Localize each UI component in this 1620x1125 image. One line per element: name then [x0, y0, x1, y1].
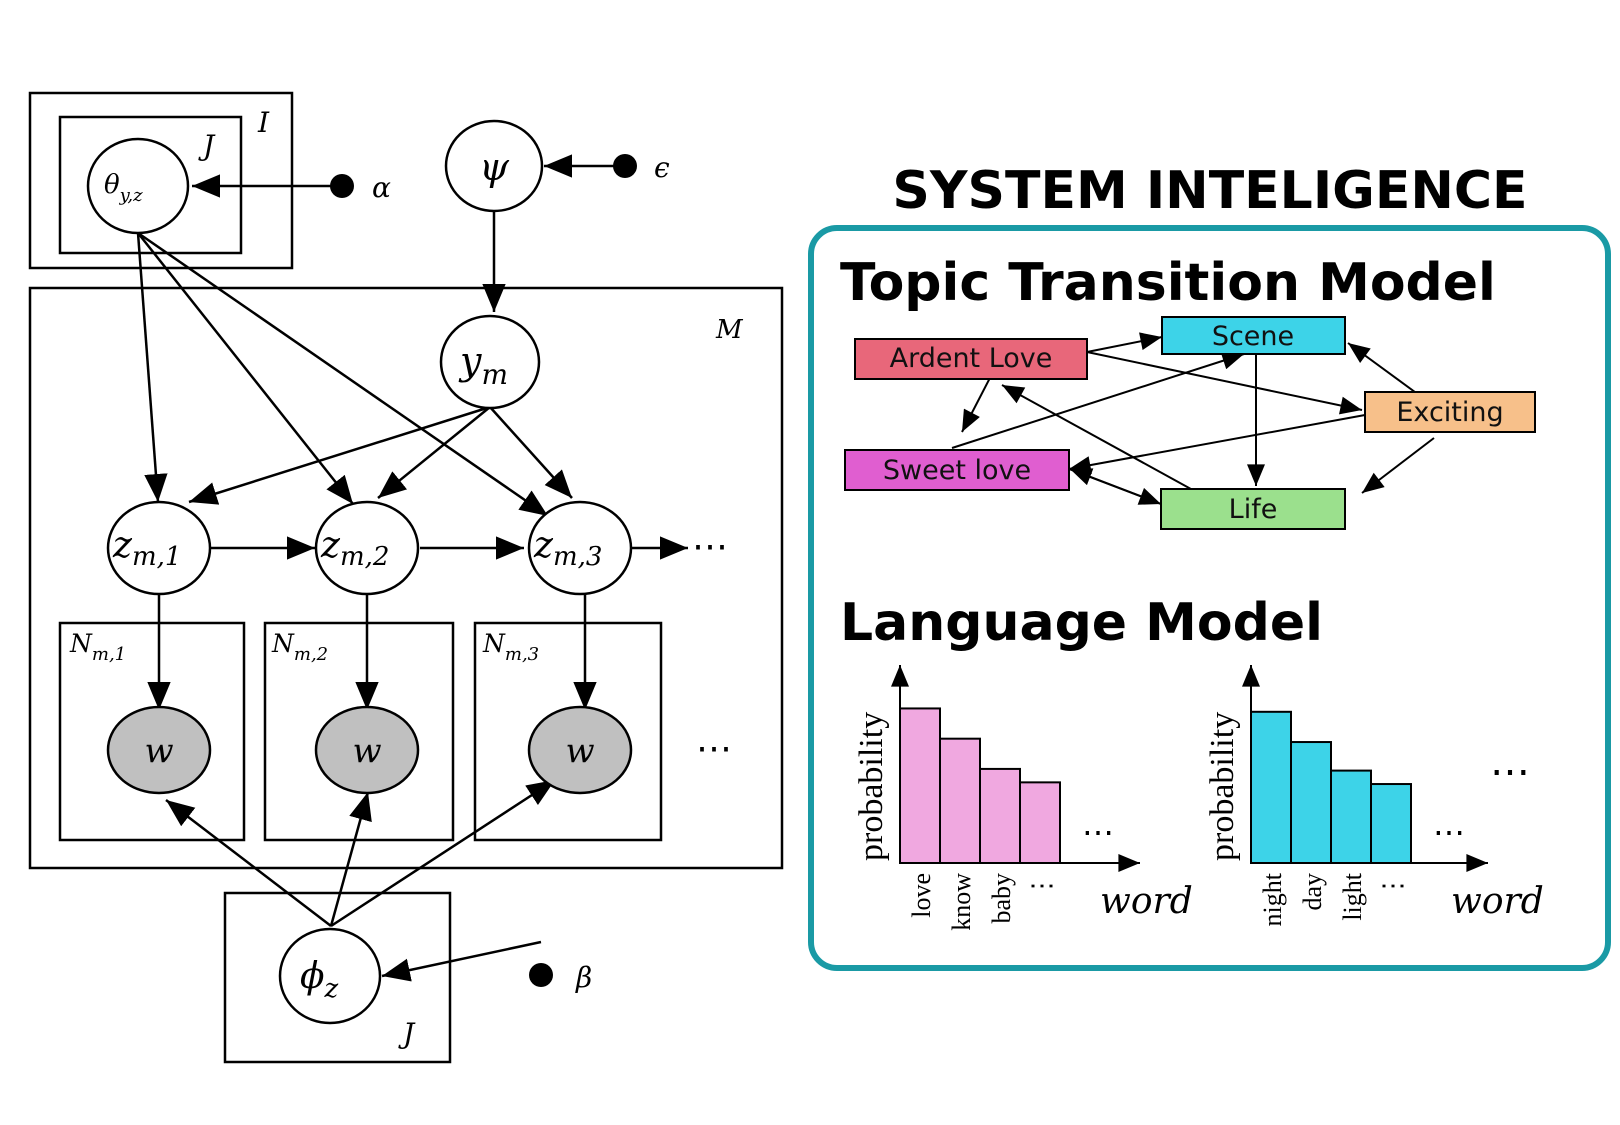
plate-label-j-bottom: J — [398, 1017, 416, 1050]
plate-j-bottom — [223, 891, 452, 1064]
plate-n1 — [58, 621, 246, 842]
theta-label: θy,z — [104, 170, 143, 206]
plate-label-j-inner: J — [198, 129, 216, 162]
bar — [1370, 783, 1412, 864]
tick-label: ⋮ — [1378, 873, 1407, 899]
system-title: SYSTEM INTELIGENCE — [892, 161, 1527, 221]
svg-text:Scene: Scene — [1212, 321, 1294, 352]
w2-label: w — [352, 731, 381, 771]
bar-ellipsis: ⋯ — [1082, 814, 1114, 850]
w1-label: w — [144, 731, 173, 771]
tick-label: love — [907, 873, 936, 918]
w2-node — [314, 705, 420, 795]
tick-label: light — [1338, 872, 1367, 920]
y-axis-label: probability — [853, 712, 890, 861]
beta-dot — [529, 963, 553, 987]
phi-label: ϕz — [300, 956, 339, 1004]
language-model-title: Language Model — [840, 593, 1323, 653]
topic-sweet-love: Sweet love — [844, 449, 1070, 491]
tick-label: night — [1258, 872, 1287, 926]
svg-text:Sweet love: Sweet love — [883, 455, 1031, 486]
psi-label: ψ — [479, 145, 510, 189]
z1-node — [106, 500, 212, 596]
bar — [1330, 769, 1372, 864]
plate-label-i: I — [257, 106, 270, 139]
w3-node — [527, 705, 633, 795]
z3-node — [527, 500, 633, 596]
alpha-label: α — [372, 171, 391, 204]
x-axis-label: word — [1100, 881, 1193, 922]
y-label: ym — [458, 339, 508, 391]
phi-node — [278, 927, 382, 1025]
topic-scene: Scene — [1161, 316, 1346, 355]
theta-node — [86, 137, 190, 235]
graphical-model: I J M J Nm,1 Nm,2 Nm,3 — [28, 91, 784, 1064]
tick-label: day — [1298, 873, 1327, 911]
x-axis-label: word — [1451, 881, 1544, 922]
tick-label: ⋮ — [1027, 873, 1056, 899]
tick-label: know — [947, 873, 976, 931]
beta-label: β — [575, 961, 592, 994]
z3-label: zm,3 — [533, 525, 602, 572]
bar — [939, 737, 981, 864]
epsilon-label: ϵ — [654, 151, 670, 184]
topic-edges — [951, 332, 1435, 505]
topic-life: Life — [1160, 488, 1346, 530]
w-ellipsis: ⋯ — [696, 728, 732, 768]
plate-label-n2: Nm,2 — [271, 629, 328, 665]
bar — [979, 767, 1021, 864]
bar-ellipsis: ⋯ — [1433, 814, 1465, 850]
language-chart-1: probability love know baby ⋮ ⋯ word — [853, 664, 1193, 931]
psi-node — [444, 119, 544, 213]
graphical-model-edges — [136, 154, 688, 982]
system-panel-border — [808, 225, 1611, 971]
system-panel: SYSTEM INTELIGENCE Topic Transition Mode… — [808, 161, 1611, 971]
w3-label: w — [565, 731, 594, 771]
topic-ardent-love: Ardent Love — [854, 338, 1088, 380]
alpha-dot — [330, 174, 354, 198]
y-axis-label: probability — [1204, 712, 1241, 861]
z-ellipsis: ⋯ — [692, 526, 728, 566]
bar — [1250, 710, 1292, 864]
tick-label: baby — [987, 873, 1016, 924]
z2-node — [314, 500, 420, 596]
epsilon-dot — [613, 154, 637, 178]
plate-label-m: M — [715, 315, 744, 345]
plate-i — [28, 91, 294, 270]
bar — [1290, 741, 1332, 864]
bar — [899, 707, 941, 864]
plate-label-n1: Nm,1 — [69, 629, 126, 665]
z2-label: zm,2 — [320, 525, 389, 572]
plate-n3 — [473, 621, 663, 842]
y-node — [439, 314, 541, 410]
svg-text:Life: Life — [1229, 494, 1278, 525]
topic-exciting: Exciting — [1364, 391, 1536, 433]
plate-m — [28, 286, 784, 870]
w1-node — [106, 705, 212, 795]
bar — [1019, 781, 1061, 864]
language-chart-2: probability night day light ⋮ ⋯ word — [1204, 664, 1544, 926]
z1-label: zm,1 — [112, 525, 181, 572]
svg-text:Exciting: Exciting — [1396, 397, 1503, 428]
plate-n2 — [263, 621, 455, 842]
plate-label-n3: Nm,3 — [482, 629, 539, 665]
charts-ellipsis: ⋯ — [1490, 749, 1530, 794]
svg-text:Ardent Love: Ardent Love — [890, 343, 1053, 374]
topic-model-title: Topic Transition Model — [840, 253, 1496, 313]
